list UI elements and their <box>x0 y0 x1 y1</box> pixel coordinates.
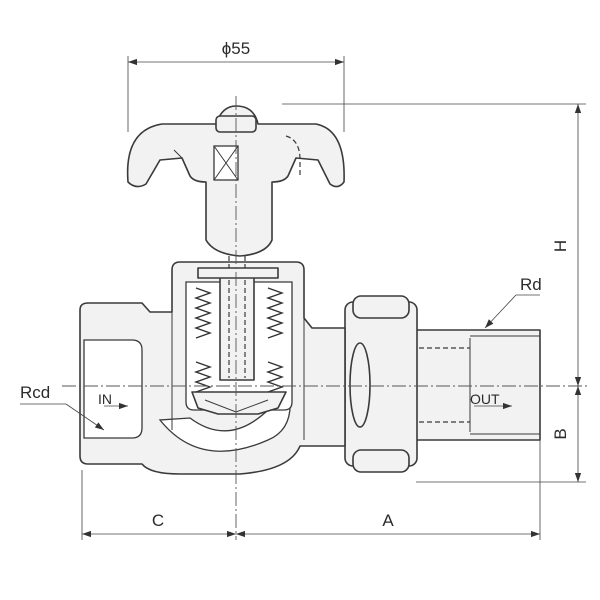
extension-lines <box>81 56 586 540</box>
outlet-port-label: OUT <box>470 391 500 407</box>
dimension-lines <box>82 58 582 538</box>
leader-lines <box>20 294 540 431</box>
inlet-port-label: IN <box>98 391 112 407</box>
b-label: B <box>551 428 570 439</box>
union-nut <box>344 295 418 473</box>
inlet-thread-label: Rcd <box>20 383 50 402</box>
height-label: H <box>551 240 570 252</box>
spring-right <box>265 287 285 393</box>
valve-stem <box>197 200 279 381</box>
a-label: A <box>382 511 394 530</box>
outlet-thread-label: Rd <box>520 275 542 294</box>
c-label: C <box>152 511 164 530</box>
diameter-label: ϕ55 <box>222 39 250 58</box>
valve-body <box>79 261 346 475</box>
spring-left <box>193 287 213 393</box>
